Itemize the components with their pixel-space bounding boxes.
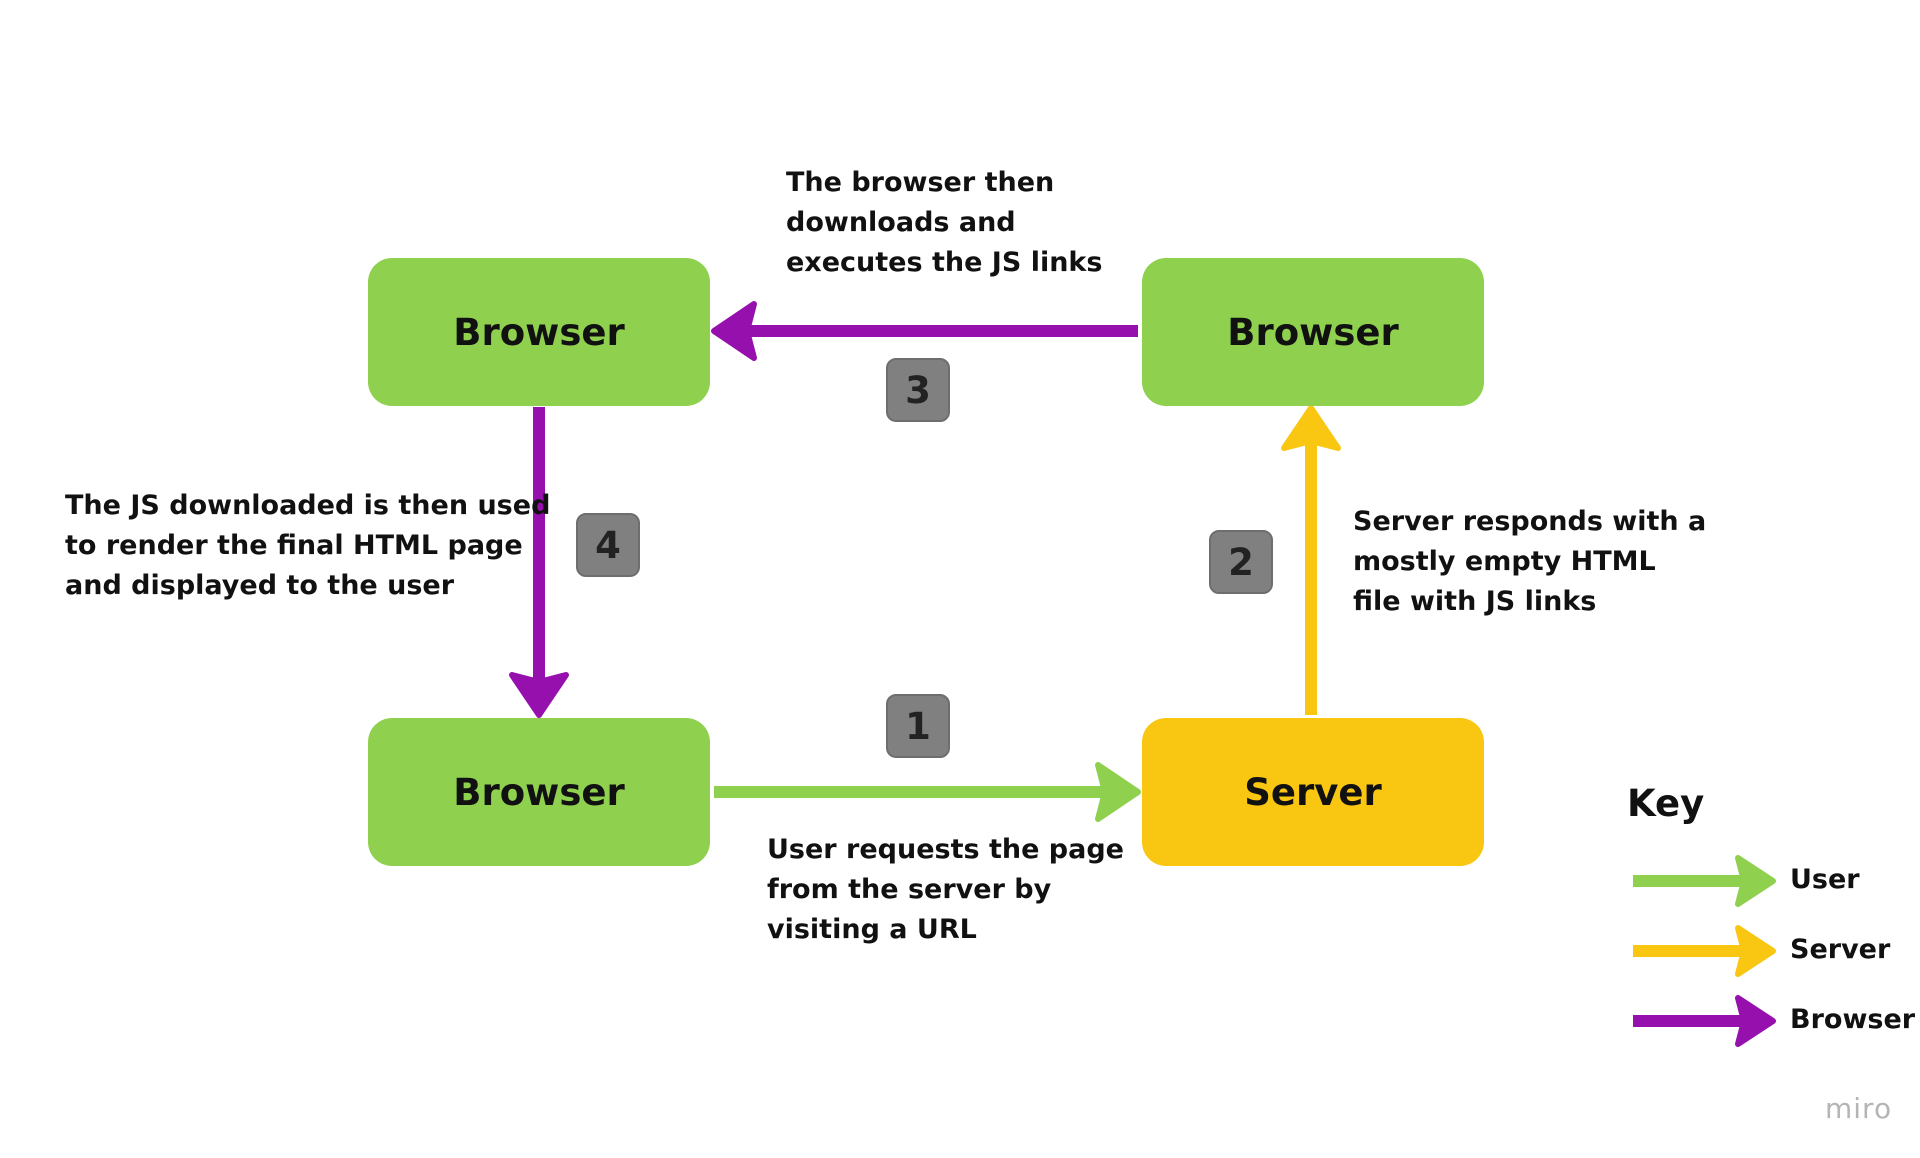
step-badge-4: 4: [576, 513, 640, 577]
step-badge-4-label: 4: [595, 523, 621, 567]
edge-server-response: [1281, 405, 1341, 715]
miro-watermark-logo: miro: [1825, 1092, 1893, 1125]
node-server: Server: [1142, 718, 1484, 866]
node-browser-top-left-label: Browser: [453, 310, 625, 354]
edge-browser-render: [509, 407, 569, 718]
note-step-1: User requests the page from the server b…: [767, 834, 1124, 945]
note-step-2: Server responds with a mostly empty HTML…: [1353, 506, 1707, 617]
key-arrow-user: [1633, 855, 1776, 907]
key-arrow-browser: [1633, 995, 1776, 1047]
node-browser-top-right-label: Browser: [1227, 310, 1399, 354]
key-label-browser: Browser: [1790, 1004, 1916, 1035]
key-label-server: Server: [1790, 934, 1891, 965]
edge-browser-render-arrowhead: [509, 672, 569, 718]
step-badge-2-label: 2: [1228, 540, 1254, 584]
step-badge-1-label: 1: [905, 704, 931, 748]
node-browser-top-right: Browser: [1142, 258, 1484, 406]
edge-browser-download: [711, 301, 1138, 361]
step-badge-3-label: 3: [905, 368, 931, 412]
key-arrow-server: [1633, 925, 1776, 977]
edge-user-request-arrowhead: [1095, 762, 1141, 822]
note-step-3: The browser then downloads and executes …: [786, 167, 1103, 278]
node-server-label: Server: [1244, 770, 1382, 814]
key-label-user: User: [1790, 864, 1860, 895]
note-step-4: The JS downloaded is then used to render…: [65, 490, 551, 601]
edge-browser-download-arrowhead: [711, 301, 757, 361]
step-badge-2: 2: [1209, 530, 1273, 594]
edge-server-response-arrowhead: [1281, 405, 1341, 451]
edge-user-request: [714, 762, 1141, 822]
key-title: Key: [1627, 782, 1705, 825]
step-badge-1: 1: [886, 694, 950, 758]
node-browser-bottom-left-label: Browser: [453, 770, 625, 814]
node-browser-bottom-left: Browser: [368, 718, 710, 866]
node-browser-top-left: Browser: [368, 258, 710, 406]
step-badge-3: 3: [886, 358, 950, 422]
